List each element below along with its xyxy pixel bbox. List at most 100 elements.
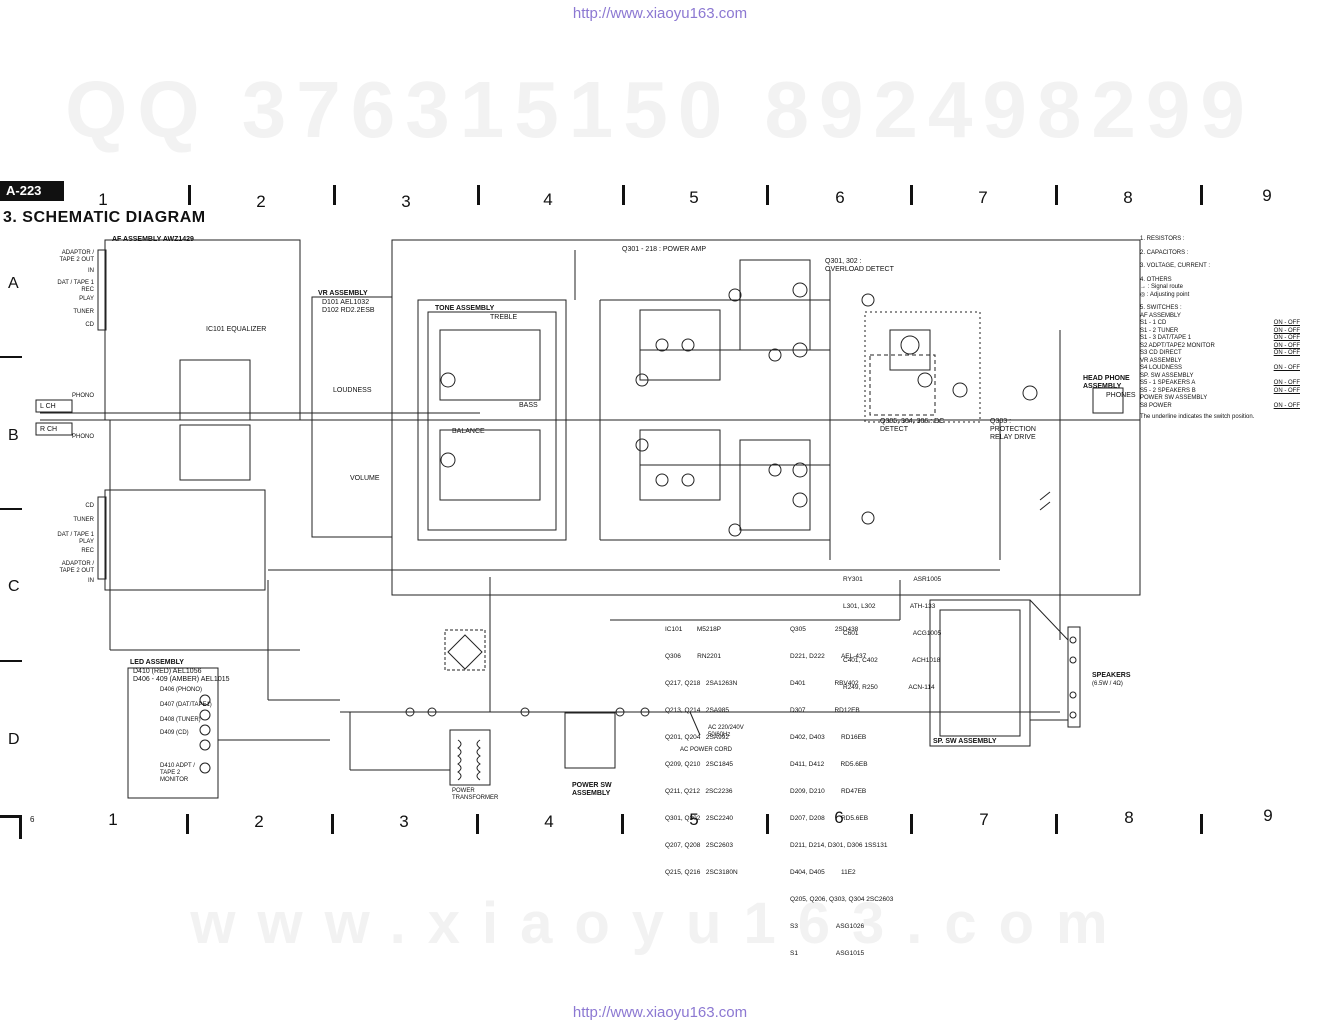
parts-row: D401 RBV402 — [790, 680, 859, 687]
input-label: ADAPTOR / TAPE 2 OUT — [59, 250, 94, 263]
parts-row: Q205, Q206, Q303, Q304 2SC2603 — [790, 896, 894, 903]
parts-row: D221, D222 AEL-437 — [790, 653, 867, 660]
column-tick — [1200, 814, 1203, 834]
parts-row: D404, D405 11E2 — [790, 869, 856, 876]
transformer-frame — [449, 729, 491, 786]
dc-detect-label: Q305, 304, 306 : DC DETECT — [880, 418, 945, 433]
column-tick — [910, 185, 913, 205]
parts-row: S1 ASG1015 — [790, 950, 865, 957]
column-tick — [621, 814, 624, 834]
equalizer-label: IC101 EQUALIZER — [206, 326, 267, 333]
watermark-url-bottom: http://www.xiaoyu163.com — [572, 1004, 748, 1021]
column-number: 8 — [1123, 188, 1133, 207]
tone-assembly-label: TONE ASSEMBLY — [435, 305, 495, 312]
vr-assembly-label: VR ASSEMBLY — [318, 290, 368, 297]
vr-assembly-frame — [311, 296, 393, 538]
parts-row: IC101 M5218P — [665, 626, 722, 633]
corner-label: 6 — [30, 815, 35, 824]
parts-row: Q211, Q212 2SC2236 — [665, 788, 733, 795]
vr-assembly-part: D101 AEL1032 — [322, 299, 370, 306]
column-number: 4 — [544, 812, 554, 831]
rch-label: R CH — [40, 426, 58, 433]
parts-row: R249, R250 ACN-114 — [843, 684, 935, 691]
bass-label: BASS — [519, 402, 538, 409]
parts-list-left: IC101 M5218P Q306 RN2201 Q217, Q218 2SA1… — [665, 607, 738, 886]
parts-row: Q217, Q218 2SA1263N — [665, 680, 738, 687]
led-label: D409 (CD) — [160, 730, 189, 736]
ac-power-cord-label: AC POWER CORD — [680, 747, 733, 753]
parts-row: RY301 ASR1005 — [843, 576, 942, 583]
power-sw-assembly-label: POWER SW ASSEMBLY — [572, 782, 612, 797]
note-underline: The underline indicates the switch posit… — [1140, 414, 1255, 420]
headphone-assembly-label: HEAD PHONE ASSEMBLY — [1083, 375, 1130, 390]
parts-row: D411, D412 RD5.6EB — [790, 761, 868, 768]
column-tick — [186, 814, 189, 834]
input-label: PLAY — [79, 296, 94, 302]
vr-assembly-part: D102 RD2.2ESB — [322, 307, 375, 314]
input-label: TUNER — [73, 517, 94, 523]
led-assembly-label: LED ASSEMBLY — [130, 659, 184, 666]
column-tick — [1055, 814, 1058, 834]
page-tag: A-223 — [0, 181, 64, 201]
parts-row: Q306 RN2201 — [665, 653, 722, 660]
loudness-label: LOUDNESS — [333, 387, 372, 394]
parts-row: Q201, Q204 2SA992 — [665, 734, 729, 741]
led-label: D408 (TUNER) — [160, 717, 201, 723]
column-number: 5 — [689, 188, 699, 207]
sp-sw-assembly-frame — [929, 599, 1031, 747]
parts-row: S3 ASG1026 — [790, 923, 865, 930]
column-tick — [333, 185, 336, 205]
power-amp-label: Q301 - 218 : POWER AMP — [622, 246, 707, 253]
parts-row: D307 RD12EB — [790, 707, 860, 714]
row-mark — [0, 660, 22, 662]
parts-row: Q215, Q216 2SC3180N — [665, 869, 738, 876]
led-label: D410 ADPT / TAPE 2 MONITOR — [160, 763, 195, 783]
column-number: 7 — [978, 188, 988, 207]
input-label: TUNER — [73, 309, 94, 315]
column-number: 9 — [1262, 186, 1272, 205]
led-assembly-frame — [127, 667, 219, 799]
column-tick — [331, 814, 334, 834]
switch-row: AF ASSEMBLY — [1140, 312, 1181, 319]
input-label: PHONO — [71, 434, 94, 440]
led-label: D407 (DAT/TAPE1) — [160, 702, 212, 708]
parts-row: C401, C402 ACH1018 — [843, 657, 941, 664]
column-tick — [188, 185, 191, 205]
row-mark — [0, 508, 22, 510]
column-number: 2 — [254, 812, 264, 831]
column-number: 1 — [98, 190, 108, 209]
column-number: 8 — [1124, 808, 1134, 827]
row-letter: B — [8, 427, 19, 444]
power-sw-assembly-frame — [564, 712, 616, 769]
note-voltage: 3. VOLTAGE, CURRENT : — [1140, 263, 1211, 269]
input-label: CD — [85, 503, 94, 509]
input-label: ADAPTOR / TAPE 2 OUT — [59, 561, 94, 574]
row-mark — [0, 356, 22, 358]
sp-sw-assembly-label: SP. SW ASSEMBLY — [933, 738, 997, 745]
row-letter: A — [8, 275, 19, 292]
watermark-site: www.xiaoyu163.com — [190, 891, 1130, 956]
tone-assembly-inner — [427, 311, 557, 531]
column-tick — [476, 814, 479, 834]
column-tick — [1200, 185, 1203, 205]
parts-row: D402, D403 RD16EB — [790, 734, 867, 741]
parts-row: Q209, Q210 2SC1845 — [665, 761, 733, 768]
column-number: 9 — [1263, 806, 1273, 825]
row-letter: D — [8, 731, 20, 748]
protection-relay-label: Q303 : PROTECTION RELAY DRIVE — [990, 418, 1036, 441]
parts-row: Q301, Q302 2SC2240 — [665, 815, 733, 822]
note-capacitors: 2. CAPACITORS : — [1140, 249, 1189, 256]
note-switches: 5. SWITCHES : — [1140, 305, 1182, 311]
input-label: IN — [88, 578, 94, 584]
parts-row: Q207, Q208 2SC2603 — [665, 842, 733, 849]
treble-label: TREBLE — [490, 314, 518, 321]
af-assembly-frame-top — [104, 239, 301, 421]
speakers-label: SPEAKERS — [1092, 672, 1131, 679]
led-assembly-part: D406 - 409 (AMBER) AEL1015 — [133, 676, 230, 683]
corner-mark — [0, 815, 22, 839]
